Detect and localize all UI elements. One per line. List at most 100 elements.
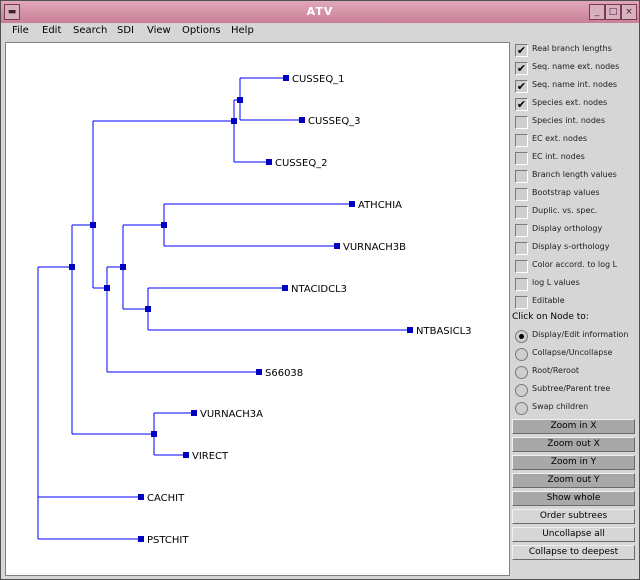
maximize-icon[interactable]: □ <box>605 4 621 20</box>
zoom-in-y-button[interactable]: Zoom in Y <box>512 455 635 470</box>
zoom-out-y-button[interactable]: Zoom out Y <box>512 473 635 488</box>
window-title: ATV <box>306 5 334 18</box>
option-checkbox[interactable] <box>515 296 528 309</box>
internal-node[interactable] <box>90 222 96 228</box>
leaf-label-ntbasicl3[interactable]: NTBASICL3 <box>416 326 472 337</box>
internal-node[interactable] <box>69 264 75 270</box>
menu-options[interactable]: Options <box>182 25 221 36</box>
menu-edit[interactable]: Edit <box>42 25 62 36</box>
minimize-icon[interactable]: _ <box>589 4 605 20</box>
option-row[interactable]: Species int. nodes <box>511 114 637 132</box>
leaf-node[interactable] <box>266 159 272 165</box>
option-row[interactable]: ✔Species ext. nodes <box>511 96 637 114</box>
menu-view[interactable]: View <box>147 25 171 36</box>
leaf-label-vurnach3a[interactable]: VURNACH3A <box>200 409 263 420</box>
option-row[interactable]: log L values <box>511 276 637 294</box>
leaf-node[interactable] <box>256 369 262 375</box>
click-action-row[interactable]: Collapse/Uncollapse <box>511 346 637 364</box>
internal-node[interactable] <box>231 118 237 124</box>
uncollapse-all-button[interactable]: Uncollapse all <box>512 527 635 542</box>
menu-sdi[interactable]: SDI <box>117 25 134 36</box>
leaf-node[interactable] <box>349 201 355 207</box>
click-action-row[interactable]: Subtree/Parent tree <box>511 382 637 400</box>
option-label: Seq. name int. nodes <box>532 80 618 89</box>
internal-node[interactable] <box>145 306 151 312</box>
option-row[interactable]: ✔Seq. name ext. nodes <box>511 60 637 78</box>
leaf-label-cusseq1[interactable]: CUSSEQ_1 <box>292 74 345 85</box>
option-label: Duplic. vs. spec. <box>532 206 598 215</box>
option-label: Display orthology <box>532 224 603 233</box>
option-row[interactable]: Editable <box>511 294 637 312</box>
leaf-node[interactable] <box>138 494 144 500</box>
click-action-row[interactable]: Display/Edit information <box>511 328 637 346</box>
leaf-label-s66038[interactable]: S66038 <box>265 368 303 379</box>
option-checkbox[interactable]: ✔ <box>515 44 528 57</box>
leaf-node[interactable] <box>191 410 197 416</box>
leaf-label-cusseq3[interactable]: CUSSEQ_3 <box>308 116 361 127</box>
order-subtrees-button[interactable]: Order subtrees <box>512 509 635 524</box>
option-row[interactable]: Branch length values <box>511 168 637 186</box>
click-action-radio[interactable] <box>515 348 528 361</box>
internal-node[interactable] <box>120 264 126 270</box>
leaf-label-athchia[interactable]: ATHCHIA <box>358 200 402 211</box>
click-action-row[interactable]: Swap children <box>511 400 637 418</box>
leaf-label-cusseq2[interactable]: CUSSEQ_2 <box>275 158 328 169</box>
option-row[interactable]: ✔Real branch lengths <box>511 42 637 60</box>
click-action-radio[interactable] <box>515 330 528 343</box>
collapse-to-deepest-button[interactable]: Collapse to deepest <box>512 545 635 560</box>
leaf-label-virect[interactable]: VIRECT <box>192 451 229 462</box>
menu-help[interactable]: Help <box>231 25 254 36</box>
show-whole-button[interactable]: Show whole <box>512 491 635 506</box>
leaf-label-pstchit[interactable]: PSTCHIT <box>147 535 189 546</box>
option-checkbox[interactable] <box>515 206 528 219</box>
option-checkbox[interactable] <box>515 224 528 237</box>
menu-file[interactable]: File <box>12 25 29 36</box>
menu-search[interactable]: Search <box>73 25 108 36</box>
option-row[interactable]: Color accord. to log L <box>511 258 637 276</box>
option-row[interactable]: EC ext. nodes <box>511 132 637 150</box>
leaf-node[interactable] <box>299 117 305 123</box>
option-checkbox[interactable] <box>515 278 528 291</box>
leaf-node[interactable] <box>283 75 289 81</box>
internal-node[interactable] <box>151 431 157 437</box>
option-checkbox[interactable]: ✔ <box>515 98 528 111</box>
internal-node[interactable] <box>161 222 167 228</box>
leaf-label-ntacidcl3[interactable]: NTACIDCL3 <box>291 284 347 295</box>
option-checkbox[interactable]: ✔ <box>515 80 528 93</box>
leaf-label-cachit[interactable]: CACHIT <box>147 493 185 504</box>
internal-node[interactable] <box>104 285 110 291</box>
leaf-node[interactable] <box>334 243 340 249</box>
option-checkbox[interactable]: ✔ <box>515 62 528 75</box>
click-action-radio[interactable] <box>515 384 528 397</box>
option-row[interactable]: Display s-orthology <box>511 240 637 258</box>
window-menu-icon[interactable]: ▬ <box>4 4 20 20</box>
option-row[interactable]: Display orthology <box>511 222 637 240</box>
option-checkbox[interactable] <box>515 170 528 183</box>
click-action-row[interactable]: Root/Reroot <box>511 364 637 382</box>
leaf-node[interactable] <box>138 536 144 542</box>
click-action-radio[interactable] <box>515 402 528 415</box>
internal-node[interactable] <box>237 97 243 103</box>
title-bar[interactable]: ▬ ATV _ □ × <box>1 1 639 24</box>
leaf-node[interactable] <box>183 452 189 458</box>
option-row[interactable]: Bootstrap values <box>511 186 637 204</box>
option-row[interactable]: Duplic. vs. spec. <box>511 204 637 222</box>
click-action-radio[interactable] <box>515 366 528 379</box>
leaf-label-vurnach3b[interactable]: VURNACH3B <box>343 242 406 253</box>
option-checkbox[interactable] <box>515 188 528 201</box>
option-checkbox[interactable] <box>515 260 528 273</box>
leaf-node[interactable] <box>282 285 288 291</box>
zoom-out-x-button[interactable]: Zoom out X <box>512 437 635 452</box>
option-row[interactable]: ✔ Seq. name int. nodes <box>511 78 637 96</box>
click-action-label: Swap children <box>532 402 589 411</box>
close-icon[interactable]: × <box>621 4 637 20</box>
option-row[interactable]: EC int. nodes <box>511 150 637 168</box>
option-checkbox[interactable] <box>515 152 528 165</box>
option-checkbox[interactable] <box>515 116 528 129</box>
zoom-in-x-button[interactable]: Zoom in X <box>512 419 635 434</box>
leaf-node[interactable] <box>407 327 413 333</box>
option-checkbox[interactable] <box>515 134 528 147</box>
option-checkbox[interactable] <box>515 242 528 255</box>
